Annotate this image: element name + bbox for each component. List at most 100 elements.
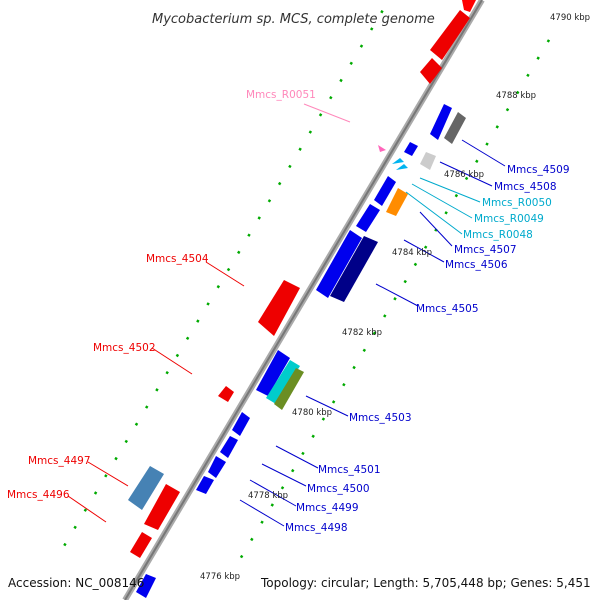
rna-feature[interactable]: [392, 158, 404, 164]
track-dot: [318, 113, 323, 117]
gene-label[interactable]: Mmcs_4496: [7, 489, 70, 501]
track-dot: [280, 486, 285, 490]
kbp-label: 4780 kbp: [292, 408, 332, 418]
gene-feature-Mmcs_4502[interactable]: [218, 386, 234, 402]
gene-feature[interactable]: [404, 142, 418, 156]
track-dot: [267, 199, 272, 203]
reverse-strand-genes: [128, 104, 466, 598]
gene-feature[interactable]: [462, 0, 476, 12]
kbp-label: 4784 kbp: [392, 248, 432, 258]
track-dot: [63, 542, 67, 547]
gene-feature-Mmcs_4498[interactable]: [196, 476, 214, 494]
track-dot: [369, 27, 374, 31]
gene-label[interactable]: Mmcs_4507: [454, 244, 517, 256]
track-dot: [270, 503, 274, 507]
gene-label[interactable]: Mmcs_4501: [318, 464, 381, 476]
gene-label[interactable]: Mmcs_R0048: [463, 229, 533, 241]
track-dot: [124, 439, 128, 444]
gene-label[interactable]: Mmcs_4500: [307, 483, 370, 495]
gene-label[interactable]: Mmcs_4509: [507, 164, 570, 176]
gene-feature[interactable]: [430, 10, 470, 60]
track-dot: [288, 164, 292, 169]
gene-feature-Mmcs_4505[interactable]: [330, 236, 378, 302]
track-dot: [73, 525, 77, 530]
track-dot: [155, 388, 159, 392]
gene-feature[interactable]: [128, 466, 164, 510]
track-dot: [329, 95, 333, 100]
gene-label[interactable]: Mmcs_4503: [349, 412, 412, 424]
gene-feature[interactable]: [266, 360, 300, 404]
track-dot: [413, 262, 418, 267]
rna-feature[interactable]: [378, 145, 386, 152]
gene-feature[interactable]: [374, 176, 396, 206]
track-dot: [464, 176, 469, 181]
track-dot: [93, 491, 98, 495]
track-dot: [114, 456, 118, 461]
accession-text: Accession: NC_008146: [8, 576, 144, 590]
gene-feature-Mmcs_4507[interactable]: [386, 188, 408, 216]
kbp-label: 4788 kbp: [496, 91, 536, 101]
gene-feature-Mmcs_4503[interactable]: [256, 350, 290, 396]
gene-label[interactable]: Mmcs_4499: [296, 502, 359, 514]
track-dot: [260, 520, 264, 524]
track-dot: [216, 285, 221, 289]
track-dot: [196, 319, 200, 323]
gene-label[interactable]: Mmcs_R0051: [246, 89, 316, 101]
gene-feature[interactable]: [274, 368, 304, 410]
track-dot: [536, 56, 540, 60]
callout-lines: [67, 103, 506, 527]
gene-label[interactable]: Mmcs_4504: [146, 253, 209, 265]
track-dot: [352, 365, 356, 370]
gene-feature[interactable]: [136, 574, 156, 598]
track-dot: [372, 331, 377, 335]
gene-feature-Mmcs_4504[interactable]: [258, 280, 300, 336]
track-dot: [104, 474, 108, 478]
kbp-label: 4782 kbp: [342, 328, 382, 338]
track-dot: [393, 297, 397, 301]
track-dot: [423, 245, 428, 249]
track-dot: [331, 400, 336, 404]
gene-feature-Mmcs_4500[interactable]: [220, 436, 238, 458]
gene-feature[interactable]: [420, 152, 436, 170]
gene-label[interactable]: Mmcs_4497: [28, 455, 91, 467]
track-dot: [237, 250, 241, 255]
track-dot: [342, 382, 346, 387]
track-dot: [291, 468, 295, 473]
gene-feature-Mmcs_4496[interactable]: [130, 532, 152, 558]
gene-label[interactable]: Mmcs_4508: [494, 181, 557, 193]
gene-feature-Mmcs_4497[interactable]: [144, 484, 180, 530]
track-dot: [454, 193, 459, 198]
gene-feature[interactable]: [420, 58, 442, 84]
kbp-label: 4776 kbp: [200, 572, 240, 582]
gene-label[interactable]: Mmcs_4505: [416, 303, 479, 315]
gene-label[interactable]: Mmcs_4502: [93, 342, 156, 354]
track-dot: [359, 44, 364, 48]
gene-feature-Mmcs_4499[interactable]: [208, 456, 226, 478]
gene-label[interactable]: Mmcs_R0049: [474, 213, 544, 225]
track-dot: [485, 142, 489, 146]
track-dot: [362, 348, 367, 353]
track-dot: [185, 336, 190, 341]
track-dot: [380, 10, 384, 14]
gene-label[interactable]: Mmcs_R0050: [482, 197, 552, 209]
track-dot: [250, 537, 254, 542]
gene-feature[interactable]: [356, 204, 380, 232]
track-dot: [247, 233, 251, 237]
track-dot: [301, 451, 305, 456]
gene-feature-Mmcs_4508[interactable]: [444, 112, 466, 144]
track-dot: [495, 125, 499, 129]
track-dot: [349, 61, 353, 66]
track-dot: [239, 554, 244, 559]
track-dot: [444, 211, 448, 215]
track-dot: [206, 302, 210, 306]
gene-feature-Mmcs_4506[interactable]: [316, 230, 362, 298]
gene-label[interactable]: Mmcs_4498: [285, 522, 348, 534]
track-dot: [546, 39, 551, 43]
gene-feature-Mmcs_4501[interactable]: [232, 412, 250, 436]
gene-label[interactable]: Mmcs_4506: [445, 259, 508, 271]
track-dot: [134, 422, 139, 426]
gene-feature-Mmcs_4509[interactable]: [430, 104, 452, 140]
forward-strand-genes: [130, 0, 476, 558]
rna-feature[interactable]: [396, 164, 408, 170]
track-dot: [311, 434, 315, 438]
